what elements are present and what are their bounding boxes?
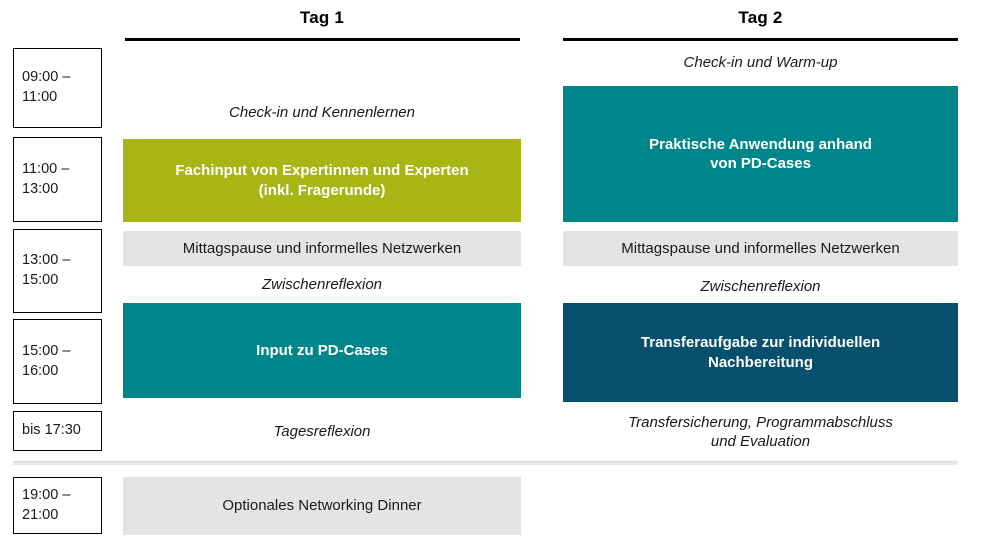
session-d2-praktische-anwendung: Praktische Anwendung anhand von PD-Cases <box>563 86 958 222</box>
session-label: Zwischenreflexion <box>261 276 383 294</box>
session-d1-input-pd-cases: Input zu PD-Cases <box>123 303 521 398</box>
day-header-tag1-label: Tag 1 <box>299 8 345 27</box>
session-d2-checkin: Check-in und Warm-up <box>563 48 958 78</box>
session-label: Praktische Anwendung anhand von PD-Cases <box>649 135 872 172</box>
time-box-1900-2100: 19:00 – 21:00 <box>13 477 102 534</box>
time-box-label: 11:00 – 13:00 <box>22 160 70 197</box>
session-label: Mittagspause und informelles Netzwerken <box>182 239 462 257</box>
session-label: Zwischenreflexion <box>700 278 821 296</box>
day-header-rule-tag2 <box>563 38 958 41</box>
session-d1-mittagspause: Mittagspause und informelles Netzwerken <box>123 231 521 266</box>
session-label: Mittagspause und informelles Netzwerken <box>621 239 900 257</box>
session-d2-transferaufgabe: Transferaufgabe zur individuellen Nachbe… <box>563 303 958 402</box>
time-box-label: 19:00 – 21:00 <box>22 486 71 523</box>
session-d1-zwischenreflexion: Zwischenreflexion <box>123 272 521 298</box>
time-box-label: bis 17:30 <box>22 422 81 439</box>
session-d1-tagesreflexion: Tagesreflexion <box>123 415 521 448</box>
session-d2-mittagspause: Mittagspause und informelles Netzwerken <box>563 231 958 266</box>
session-label: Check-in und Warm-up <box>683 54 838 72</box>
session-label: Transferaufgabe zur individuellen Nachbe… <box>640 334 881 371</box>
time-box-0900-1100: 09:00 – 11:00 <box>13 48 102 128</box>
day-header-rule-tag1 <box>125 38 520 41</box>
time-box-label: 09:00 – 11:00 <box>22 69 71 105</box>
session-label: Transfersicherung, Programmabschluss und… <box>628 413 893 450</box>
day-header-tag2: Tag 2 <box>563 8 958 28</box>
session-label: Check-in und Kennenlernen <box>229 104 415 122</box>
evening-section-divider <box>13 461 958 465</box>
time-box-1500-1600: 15:00 – 16:00 <box>13 319 102 404</box>
time-box-label: 15:00 – 16:00 <box>22 342 71 379</box>
session-d2-transfersicherung: Transfersicherung, Programmabschluss und… <box>563 407 958 457</box>
session-label: Tagesreflexion <box>273 422 371 440</box>
time-box-bis-1730: bis 17:30 <box>13 411 102 451</box>
time-box-1100-1300: 11:00 – 13:00 <box>13 137 102 222</box>
session-d2-zwischenreflexion: Zwischenreflexion <box>563 274 958 300</box>
time-box-label: 13:00 – 15:00 <box>22 252 71 288</box>
session-label: Input zu PD-Cases <box>256 341 388 359</box>
session-label: Fachinput von Expertinnen und Experten (… <box>175 162 469 199</box>
session-d1-fachinput: Fachinput von Expertinnen und Experten (… <box>123 139 521 222</box>
session-d1-checkin: Check-in und Kennenlernen <box>123 94 521 132</box>
session-label: Optionales Networking Dinner <box>222 497 422 515</box>
day-header-tag2-label: Tag 2 <box>738 8 783 27</box>
time-box-1300-1500: 13:00 – 15:00 <box>13 229 102 313</box>
session-evening-dinner: Optionales Networking Dinner <box>123 477 521 535</box>
day-header-tag1: Tag 1 <box>123 8 521 28</box>
